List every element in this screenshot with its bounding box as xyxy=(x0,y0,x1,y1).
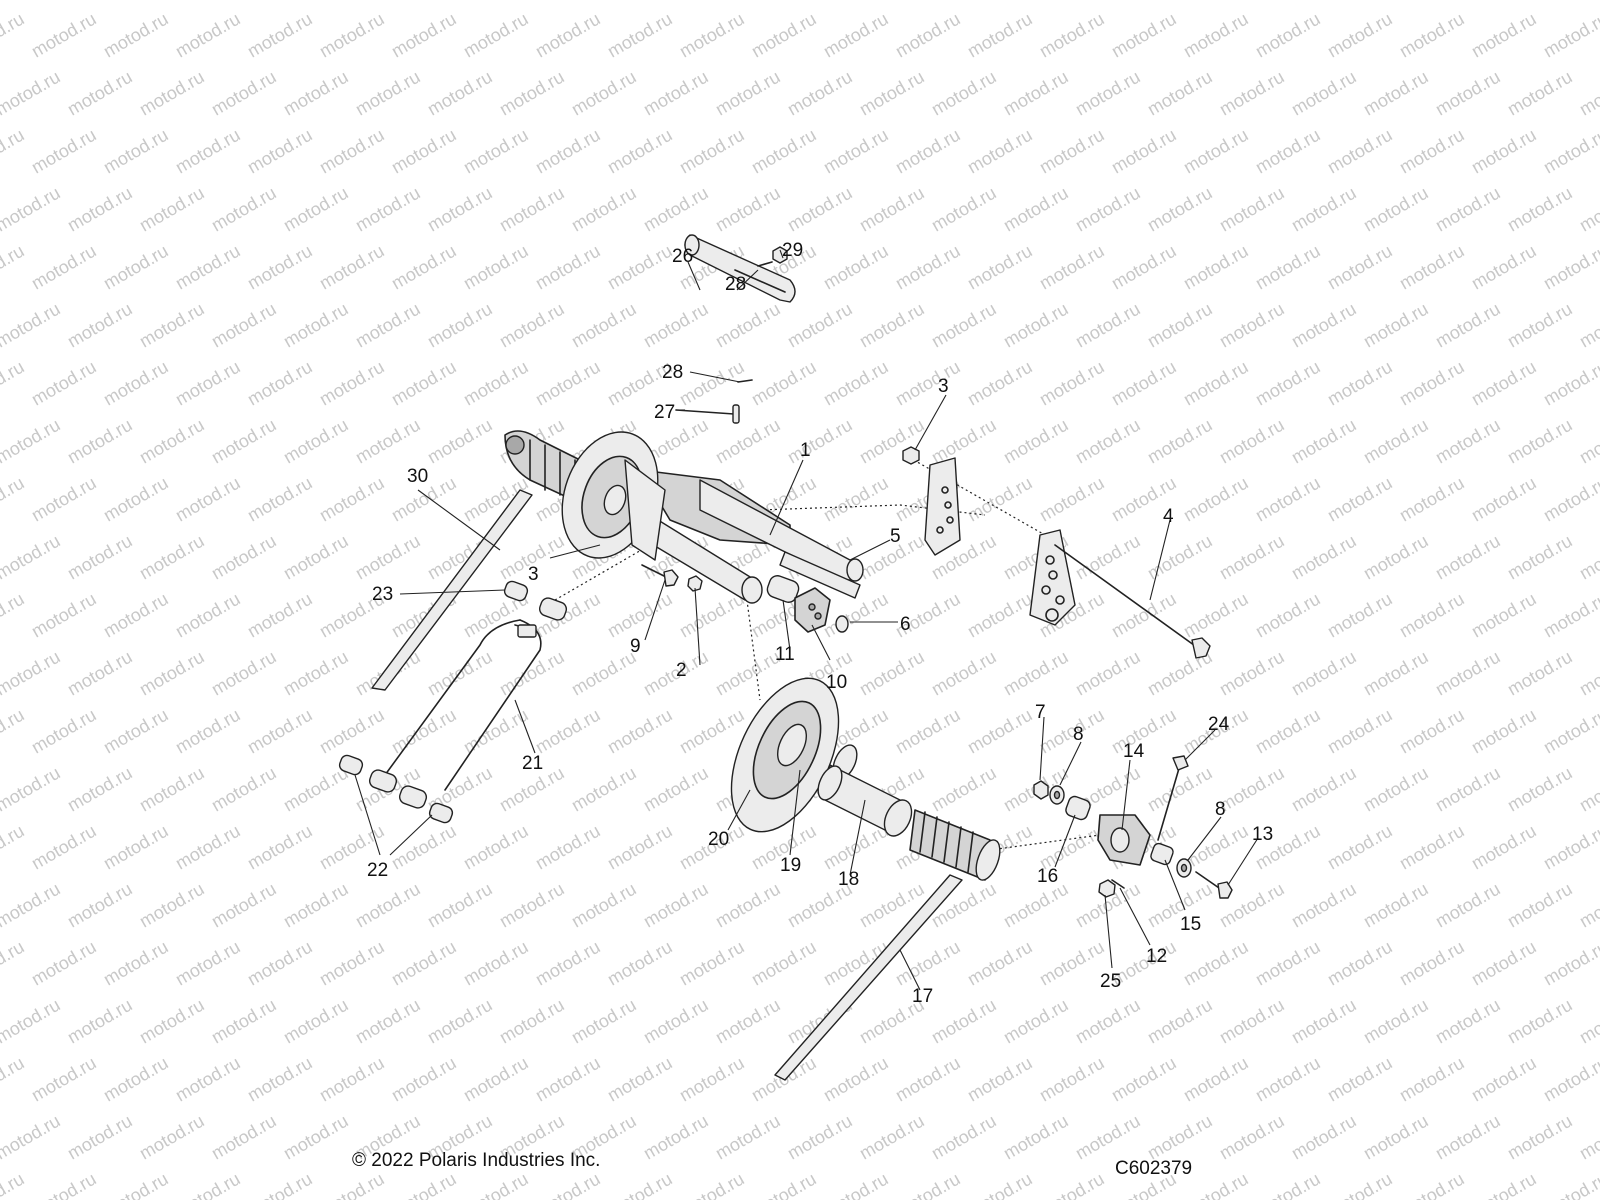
part-29-nut xyxy=(772,246,788,264)
callout-4: 4 xyxy=(1163,506,1174,527)
part-24-bolt xyxy=(1157,755,1189,841)
callout-28: 28 xyxy=(662,362,683,383)
part-6-washer xyxy=(835,615,849,633)
callout-19: 19 xyxy=(780,855,801,876)
part-18-sleeve xyxy=(817,764,913,837)
callout-6: 6 xyxy=(900,614,911,635)
assembly-guide-lines xyxy=(554,454,1101,851)
callout-8: 8 xyxy=(1215,799,1226,820)
callout-26: 26 xyxy=(672,246,693,267)
part-3-nut-upper xyxy=(902,446,920,465)
part-14-adjuster-cam xyxy=(1097,814,1151,866)
side-bracket-plate xyxy=(924,457,961,556)
callout-17: 17 xyxy=(912,986,933,1007)
part-27-bolt xyxy=(675,404,740,424)
callout-15: 15 xyxy=(1180,914,1201,935)
callout-11: 11 xyxy=(775,644,795,665)
callout-3: 3 xyxy=(528,564,539,585)
callout-labels: 1 2 3 3 4 5 6 7 8 8 9 10 11 12 13 14 15 … xyxy=(367,240,1273,1007)
callout-1: 1 xyxy=(800,440,811,461)
callout-3: 3 xyxy=(938,376,949,397)
part-23-bushing xyxy=(503,580,568,621)
part-8-washer-left xyxy=(1049,785,1065,805)
callout-5: 5 xyxy=(890,526,901,547)
callout-13: 13 xyxy=(1252,824,1273,845)
shock-upper-assembly xyxy=(504,430,666,561)
part-1-rear-arm xyxy=(639,469,864,604)
figure-identifier: C602379 xyxy=(1115,1158,1193,1179)
callout-23: 23 xyxy=(372,584,393,605)
callout-9: 9 xyxy=(630,636,641,657)
part-12-pin xyxy=(1111,879,1125,889)
callout-29: 29 xyxy=(782,240,803,261)
callout-28: 28 xyxy=(725,274,746,295)
part-26-retainer-clip xyxy=(684,234,796,303)
copyright-notice: © 2022 Polaris Industries Inc. xyxy=(352,1150,601,1171)
part-10-cam xyxy=(794,587,831,633)
part-20-spring-seat xyxy=(730,677,840,833)
callout-27: 27 xyxy=(654,402,675,423)
part-22-bushings xyxy=(338,754,454,824)
callout-20: 20 xyxy=(708,829,729,850)
callout-8: 8 xyxy=(1073,724,1084,745)
callout-18: 18 xyxy=(838,869,859,890)
callout-2: 2 xyxy=(676,660,687,681)
part-4-long-bolt xyxy=(1054,544,1211,659)
part-13-bolt xyxy=(1195,871,1233,899)
part-5-cross-shaft xyxy=(779,551,861,599)
part-2-nut xyxy=(687,575,703,592)
part-30-stopper-rod xyxy=(371,489,533,691)
part-28-pin-upper xyxy=(757,261,773,267)
callout-16: 16 xyxy=(1037,866,1058,887)
part-11-bushing xyxy=(766,575,800,603)
side-plate-far xyxy=(1029,529,1076,626)
part-16-bushing xyxy=(1065,795,1091,821)
part-7-nut xyxy=(1033,780,1049,800)
part-17-torsion-spring xyxy=(774,809,1001,1081)
callout-24: 24 xyxy=(1208,714,1230,735)
part-25-nut xyxy=(1098,879,1116,898)
part-15-bushing xyxy=(1150,842,1174,866)
part-9-bolt xyxy=(641,564,679,587)
callout-22: 22 xyxy=(367,860,388,881)
callout-21: 21 xyxy=(522,753,543,774)
callout-10: 10 xyxy=(826,672,847,693)
callout-leader-lines xyxy=(354,249,1259,991)
part-21-link-frame xyxy=(384,619,542,791)
callout-12: 12 xyxy=(1146,946,1167,967)
part-28-pin-lower xyxy=(737,379,753,383)
callout-14: 14 xyxy=(1123,741,1145,762)
callout-30: 30 xyxy=(407,466,428,487)
part-8-washer-right xyxy=(1176,858,1192,878)
callout-25: 25 xyxy=(1100,971,1121,992)
callout-7: 7 xyxy=(1035,702,1046,723)
